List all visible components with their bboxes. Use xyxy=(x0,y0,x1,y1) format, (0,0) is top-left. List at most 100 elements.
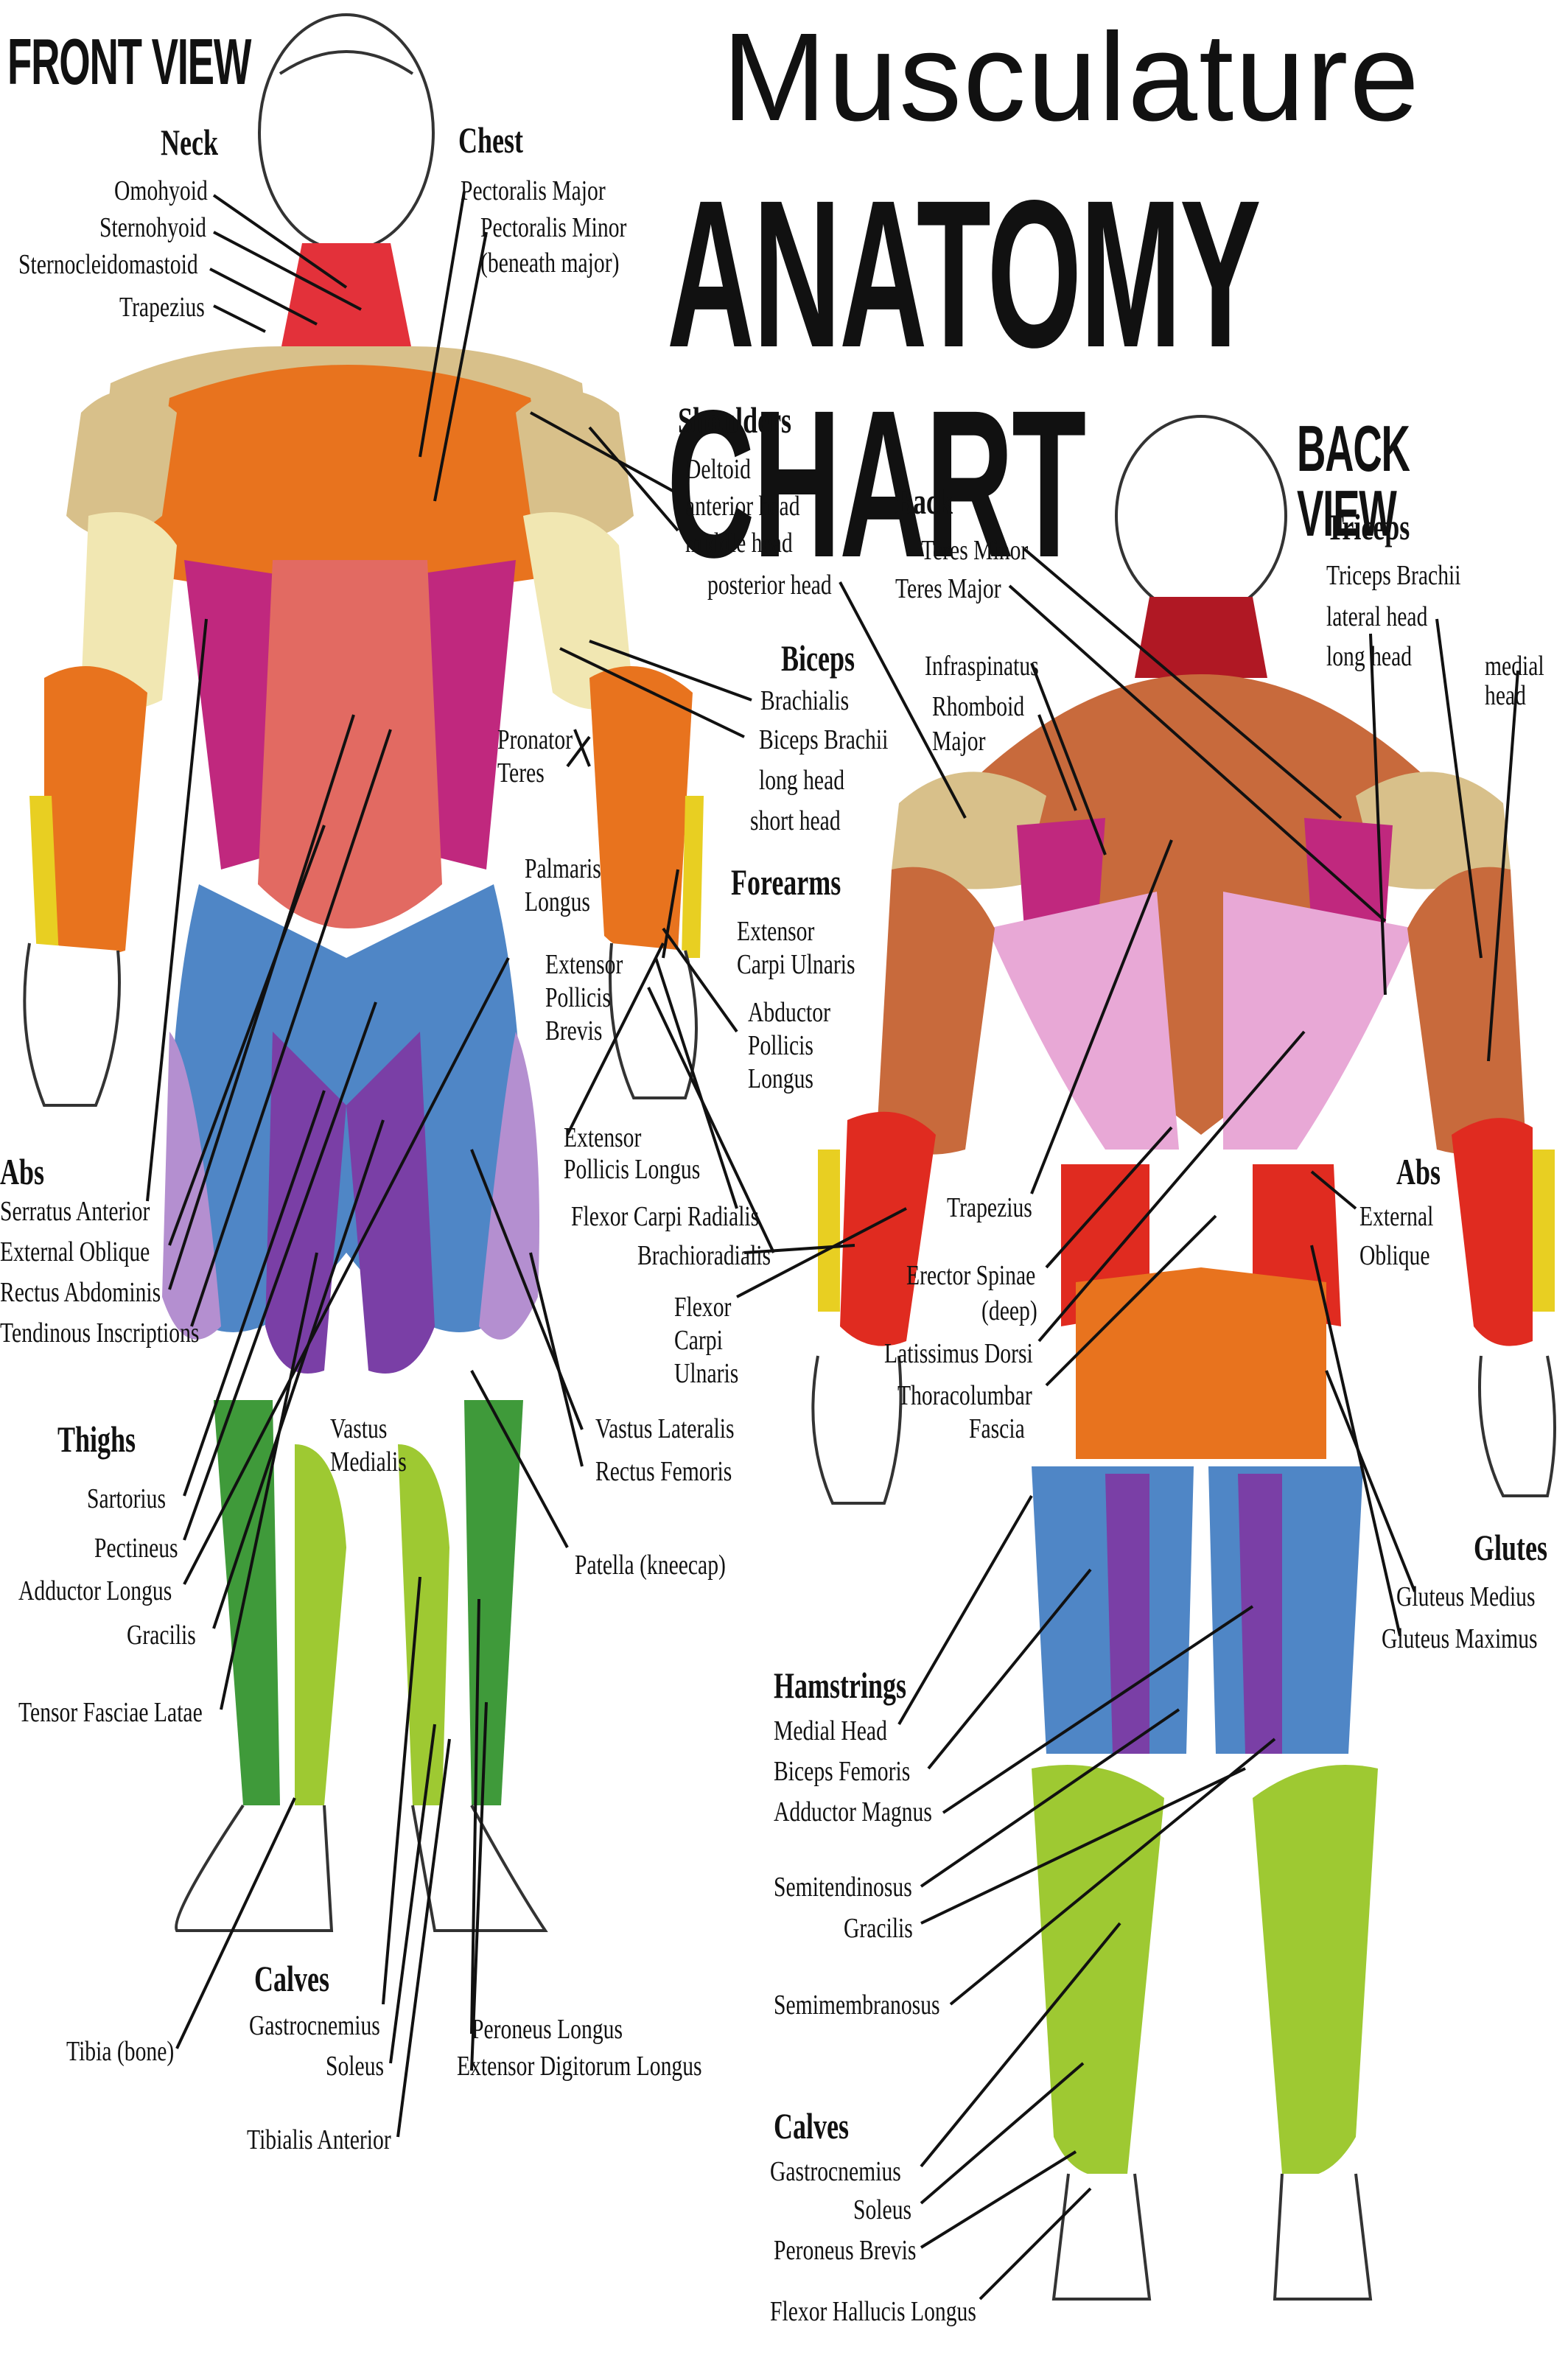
group-biceps: Biceps xyxy=(781,637,855,679)
chart-title-line2: ANATOMY CHART xyxy=(667,157,1259,601)
label-abductor-2: Pollicis xyxy=(748,1030,813,1061)
label-epb-3: Brevis xyxy=(545,1015,603,1046)
back-view-heading: BACK VIEW xyxy=(1297,412,1410,550)
label-semitendinosus: Semitendinosus xyxy=(774,1872,912,1903)
back-latissimus-right xyxy=(1223,892,1415,1150)
label-epl-2: Pollicis Longus xyxy=(564,1154,701,1185)
label-oblique-back: Oblique xyxy=(1359,1240,1430,1271)
label-medial: medial xyxy=(1485,651,1544,682)
label-tibialis-anterior: Tibialis Anterior xyxy=(247,2124,391,2155)
front-view-heading: FRONT VIEW xyxy=(7,25,251,98)
front-forearm-right xyxy=(589,666,693,956)
label-fascia: Fascia xyxy=(969,1413,1025,1444)
chart-title-line1: Musculature xyxy=(722,7,1421,147)
label-semimembranosus: Semimembranosus xyxy=(774,1990,940,2021)
label-trapezius-front: Trapezius xyxy=(119,292,205,323)
group-neck: Neck xyxy=(161,122,218,163)
label-tendinous-inscriptions: Tendinous Inscriptions xyxy=(0,1318,200,1348)
label-biceps-femoris: Biceps Femoris xyxy=(774,1756,911,1787)
label-pectoralis-minor: Pectoralis Minor xyxy=(480,212,627,243)
label-lateral-head: lateral head xyxy=(1326,601,1428,632)
back-gluteus-right xyxy=(1201,1267,1326,1459)
label-flexor-carpi-2: Carpi xyxy=(674,1325,723,1356)
front-hair xyxy=(279,50,414,75)
group-chest: Chest xyxy=(458,119,523,161)
back-forearm-right xyxy=(1452,1118,1533,1346)
outline-strokes xyxy=(258,13,1287,617)
group-hamstrings: Hamstrings xyxy=(774,1665,906,1706)
front-hand-left xyxy=(23,942,121,1107)
front-figure xyxy=(23,243,704,1932)
label-long-head: long head xyxy=(759,765,845,796)
front-rectus-abdominis xyxy=(258,560,442,928)
label-gluteus-medius: Gluteus Medius xyxy=(1396,1581,1536,1612)
back-calf-right xyxy=(1253,1765,1378,2177)
label-deltoid: Deltoid xyxy=(685,454,751,485)
back-foot-left xyxy=(1051,2173,1152,2301)
label-abductor-3: Longus xyxy=(748,1063,813,1094)
label-sternocleidomastoid: Sternocleidomastoid xyxy=(18,249,198,280)
front-biceps-left xyxy=(81,512,177,710)
label-omohyoid: Omohyoid xyxy=(114,175,208,206)
label-flexor-carpi-1: Flexor xyxy=(674,1292,732,1323)
label-gracilis-front: Gracilis xyxy=(127,1620,196,1651)
label-flexor-carpi-3: Ulnaris xyxy=(674,1358,739,1389)
label-infraspinatus: Infraspinatus xyxy=(925,651,1039,682)
label-teres-minor: Teres Minor xyxy=(921,535,1029,566)
label-soleus-front: Soleus xyxy=(326,2051,385,2082)
front-foot-left xyxy=(175,1804,334,1932)
leader-lines xyxy=(146,191,1519,2301)
label-trapezius-back: Trapezius xyxy=(947,1192,1032,1223)
back-hand-left xyxy=(811,1355,903,1505)
label-thoracolumbar: Thoracolumbar xyxy=(897,1380,1032,1411)
label-adductor-longus: Adductor Longus xyxy=(18,1575,172,1606)
label-rectus-abdominis: Rectus Abdominis xyxy=(0,1277,161,1308)
label-brachialis: Brachialis xyxy=(760,685,850,716)
label-extensor-digitorum: Extensor Digitorum Longus xyxy=(457,2051,702,2082)
back-hamstring-right xyxy=(1208,1466,1363,1754)
front-neck-muscles xyxy=(280,243,413,354)
label-teres: Teres xyxy=(497,758,545,788)
label-rectus-femoris: Rectus Femoris xyxy=(595,1456,732,1487)
back-forearm-right-edge xyxy=(1533,1150,1555,1312)
label-flexor-hallucis: Flexor Hallucis Longus xyxy=(770,2296,976,2327)
label-triceps-brachii: Triceps Brachii xyxy=(1326,560,1461,591)
front-deltoid-right xyxy=(516,391,634,538)
back-hand-right xyxy=(1478,1355,1556,1497)
label-medial-head: head xyxy=(1485,680,1526,711)
label-epl-1: Extensor xyxy=(564,1122,642,1153)
back-latissimus-left xyxy=(987,892,1179,1150)
label-latissimus: Latissimus Dorsi xyxy=(884,1338,1033,1369)
front-calf-left-inner xyxy=(295,1444,346,1805)
label-posterior-head: posterior head xyxy=(707,570,832,601)
group-calves-back: Calves xyxy=(774,2105,849,2147)
label-peroneus-brevis: Peroneus Brevis xyxy=(774,2235,917,2266)
label-extensor: Extensor xyxy=(737,916,815,947)
label-gastrocnemius-back: Gastrocnemius xyxy=(770,2156,901,2187)
label-peroneus-longus: Peroneus Longus xyxy=(472,2014,623,2045)
back-figure xyxy=(811,597,1556,2301)
label-patella: Patella (kneecap) xyxy=(575,1550,726,1581)
back-semitendinosus-left xyxy=(1105,1474,1149,1754)
front-vastus-right xyxy=(346,1032,435,1374)
label-biceps-brachii: Biceps Brachii xyxy=(759,724,889,755)
label-medial-head-ham: Medial Head xyxy=(774,1715,887,1746)
label-tibia: Tibia (bone) xyxy=(66,2036,175,2067)
label-medialis: Medialis xyxy=(330,1446,407,1477)
label-epb-1: Extensor xyxy=(545,949,623,980)
back-triceps-left xyxy=(877,867,995,1155)
back-deltoid-right xyxy=(1356,772,1511,889)
label-brachioradialis: Brachioradialis xyxy=(637,1240,771,1271)
front-calf-right-inner xyxy=(398,1444,449,1805)
front-serratus-left xyxy=(184,560,280,870)
label-flexor-carpi-radialis: Flexor Carpi Radialis xyxy=(571,1201,760,1232)
label-abductor-1: Abductor xyxy=(748,997,830,1028)
front-hand-right xyxy=(609,942,698,1099)
label-soleus-back: Soleus xyxy=(853,2194,912,2225)
label-gluteus-maximus: Gluteus Maximus xyxy=(1382,1623,1538,1654)
label-pectoralis-major: Pectoralis Major xyxy=(461,175,606,206)
back-infraspinatus-right xyxy=(1304,818,1393,928)
group-abs-back: Abs xyxy=(1396,1151,1441,1192)
